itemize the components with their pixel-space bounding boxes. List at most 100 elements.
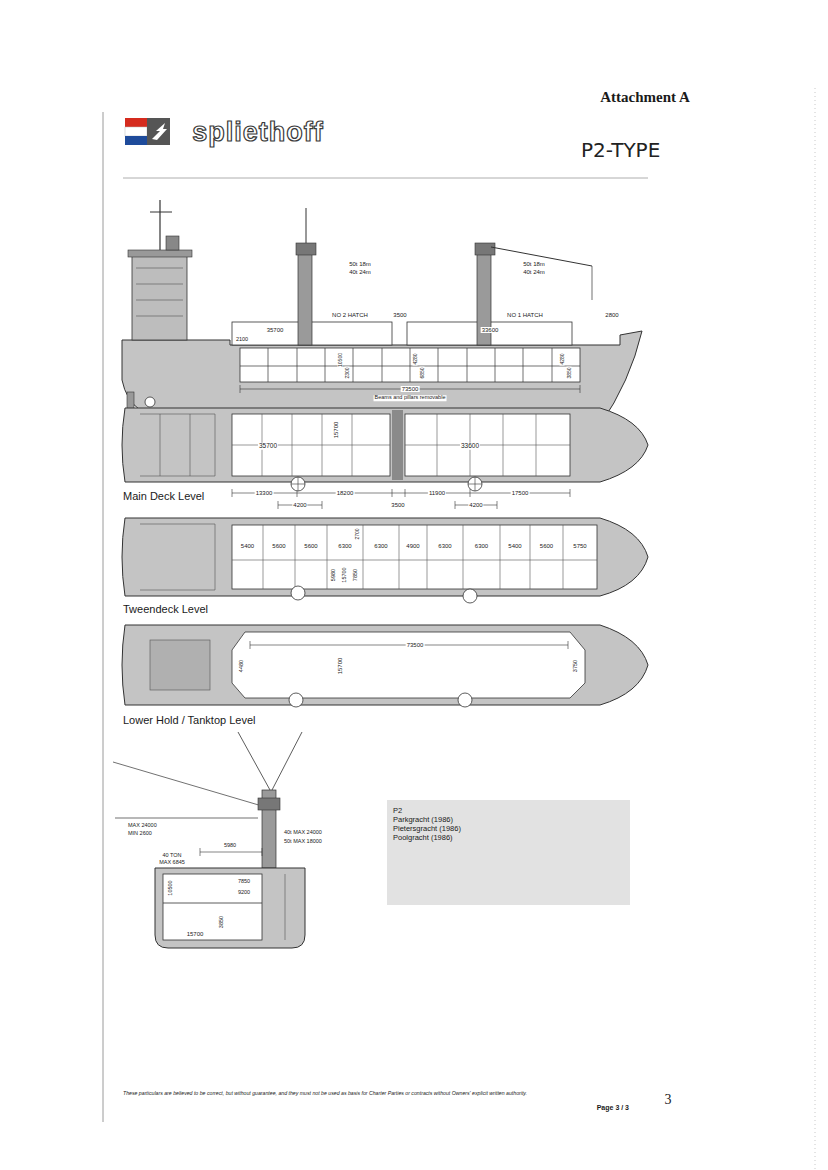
vessel-name: Parkgracht (1986)	[393, 815, 624, 824]
crane-jib	[491, 247, 592, 266]
dimension-label: 40 TON	[161, 853, 182, 859]
dimension-label: 2700	[355, 527, 360, 540]
dimension-label: MAX 6845	[158, 860, 186, 866]
hatch-name: NO 2 HATCH	[331, 312, 369, 318]
type-title: P2-TYPE	[580, 140, 661, 160]
crane-capacity: 50t 18m	[522, 261, 546, 267]
dimension-line	[240, 385, 580, 393]
crane-capacity: 40t 24m	[522, 269, 546, 275]
accommodation-plan	[140, 414, 215, 476]
dimension-label: 5600	[539, 543, 554, 549]
vessel-name: Pietersgracht (1986)	[393, 824, 624, 833]
dimension-label: 5980	[223, 843, 237, 849]
dimension-label: 3750	[573, 659, 579, 673]
dimension-label: 2100	[235, 337, 249, 343]
hatch-crossbeam	[392, 410, 403, 480]
dimension-label: 15700	[342, 566, 348, 583]
dimension-label: 6300	[437, 543, 452, 549]
superstructure	[132, 255, 187, 340]
dimension-label: 4900	[405, 543, 420, 549]
propeller	[145, 397, 155, 407]
dimension-label: 2800	[604, 312, 619, 318]
crane-jib-min	[238, 732, 270, 790]
dimension-label: 18200	[336, 490, 355, 496]
flag-stripe	[125, 127, 147, 136]
bridge-deck	[128, 250, 192, 257]
dimension-label: 5600	[271, 543, 286, 549]
dimension-label: 35700	[266, 327, 285, 333]
class-name: P2	[393, 806, 624, 815]
dimension-label: 9200	[237, 890, 251, 896]
tweendeck-line	[163, 903, 262, 904]
dimension-label: 13300	[255, 490, 274, 496]
section-label: Main Deck Level	[122, 491, 205, 502]
dimension-label: 3850	[219, 915, 225, 929]
deck-lines	[136, 268, 183, 316]
dimension-label: MIN 2600	[127, 831, 153, 837]
attachment-heading: Attachment A	[599, 90, 691, 105]
crane-hook-line	[592, 266, 593, 300]
page-number: Page 3 / 3	[596, 1104, 630, 1111]
deck-outline	[122, 408, 648, 482]
flag-stripe	[125, 136, 147, 145]
dimension-label: 3500	[392, 312, 407, 318]
dimension-line	[250, 641, 568, 649]
dimension-label: 17500	[511, 490, 530, 496]
section-label: Lower Hold / Tanktop Level	[122, 715, 257, 726]
dimension-label: 6300	[474, 543, 489, 549]
dimension-label: 6850	[420, 366, 425, 379]
frame-line	[103, 112, 104, 1122]
ship-list-box: P2Parkgracht (1986)Pietersgracht (1986)P…	[387, 800, 630, 905]
vessel-name: Poolgracht (1986)	[393, 833, 624, 842]
page-number: 3	[664, 1093, 673, 1107]
crane-cab	[475, 243, 495, 255]
hatch-name: NO 1 HATCH	[506, 312, 544, 318]
scan-edge	[815, 88, 816, 1170]
dimension-label: 5600	[303, 543, 318, 549]
engine-room	[150, 640, 210, 690]
brand-logo: spliethoff	[191, 119, 325, 146]
crane-jib-max	[272, 732, 302, 790]
dimension-label: 5750	[572, 543, 587, 549]
pedestal-cross	[291, 477, 482, 491]
dimension-label: 3850	[567, 366, 572, 379]
crane-jib	[306, 208, 307, 243]
dimension-label: MAX 24000	[127, 823, 158, 829]
dimension-line	[200, 848, 262, 856]
dimension-label: 2300	[345, 366, 350, 379]
logo-mark	[147, 118, 170, 145]
dimension-label: 15700	[186, 931, 205, 937]
dimension-label: 15700	[333, 421, 339, 440]
dimension-label: 10500	[168, 879, 174, 896]
crane-pedestal-plan	[289, 693, 303, 707]
hold-grid	[240, 348, 580, 382]
dimension-label: 33600	[460, 443, 480, 450]
section-label: Tweendeck Level	[122, 604, 209, 615]
note: Beams and pillars removable	[374, 395, 447, 401]
header-rule	[123, 178, 648, 179]
dimension-label: 7850	[237, 879, 251, 885]
dimension-label: 73500	[401, 386, 420, 392]
dimension-label: 50t MAX 18000	[283, 839, 323, 845]
disclaimer: These particulars are believed to be cor…	[122, 1091, 528, 1096]
mast	[159, 200, 160, 250]
funnel	[166, 236, 179, 250]
outreach-line	[115, 818, 258, 819]
dimension-label: 5980	[331, 568, 337, 582]
crane-pedestal-plan	[463, 589, 477, 603]
flag-stripe	[125, 118, 147, 127]
cargo-hold	[240, 348, 580, 382]
dimension-label: 4280	[560, 352, 565, 365]
crane-cab	[296, 243, 316, 255]
crane-capacity: 50t 18m	[348, 261, 372, 267]
lower-hold	[232, 632, 585, 698]
dimension-label: 5400	[240, 543, 255, 549]
dimension-label: 3500	[390, 502, 405, 508]
tweendeck-panels	[232, 525, 597, 589]
rudder	[127, 392, 134, 410]
dimension-label: 73500	[406, 642, 425, 648]
